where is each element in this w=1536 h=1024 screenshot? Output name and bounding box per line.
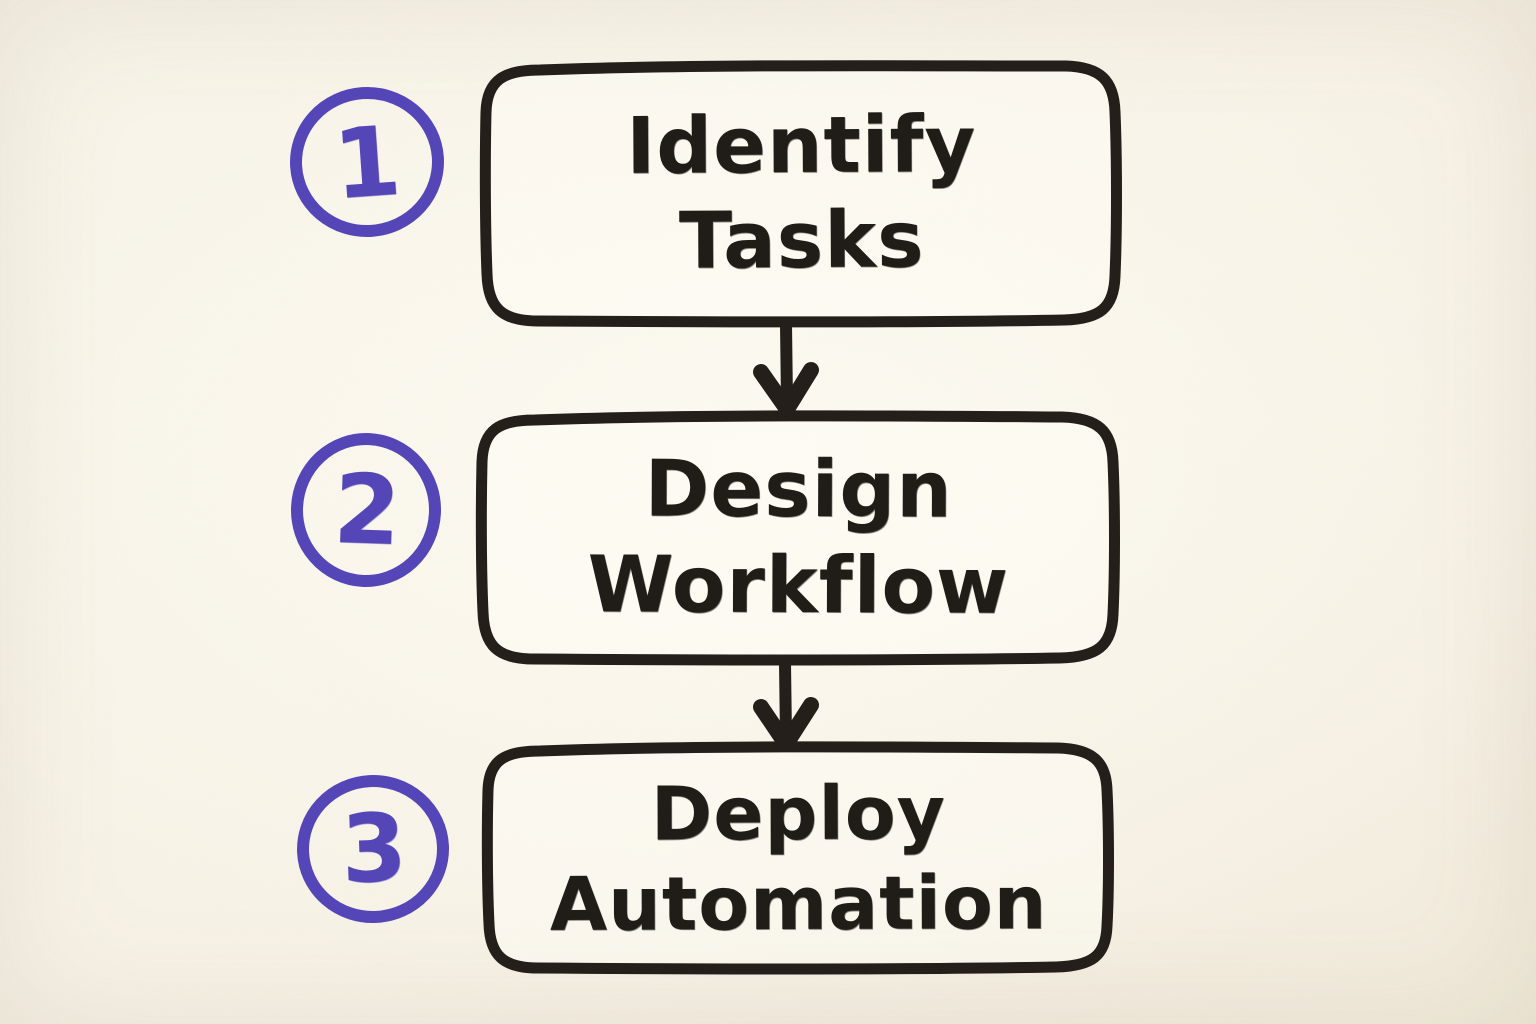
- step-number-circle-3: [297, 774, 449, 924]
- arrow-down-icon: [780, 318, 793, 408]
- step-number-badge-2: 2: [295, 438, 440, 583]
- arrow-down-head-icon: [753, 362, 819, 417]
- step-box-deploy-automation: Deploy Automation: [486, 746, 1112, 972]
- step-number-badge-3: 3: [302, 779, 447, 920]
- step-label-line: Automation: [549, 860, 1048, 948]
- step-number-circle-2: [290, 433, 442, 587]
- step-number: 1: [329, 104, 405, 222]
- step-number-circle-1: [290, 86, 444, 238]
- step-number: 2: [331, 452, 403, 568]
- step-label-line: Tasks: [678, 195, 925, 287]
- step-label-line: Identify: [625, 99, 977, 192]
- step-box-inkpass-1: [539, 65, 1119, 117]
- step-box-identify-tasks: Identify Tasks: [485, 64, 1117, 323]
- step-box-inkpass-2: [531, 657, 1062, 665]
- step-label-line: Workflow: [587, 539, 1010, 632]
- step-box-design-workflow: Design Workflow: [481, 415, 1117, 662]
- step-number: 3: [339, 793, 409, 905]
- step-label-line: Deploy: [650, 770, 947, 858]
- step-box-inkpass-3: [538, 966, 1060, 974]
- step-label-line: Design: [644, 444, 953, 536]
- step-number-badge-1: 1: [292, 89, 441, 236]
- arrow-down-icon: [779, 657, 792, 744]
